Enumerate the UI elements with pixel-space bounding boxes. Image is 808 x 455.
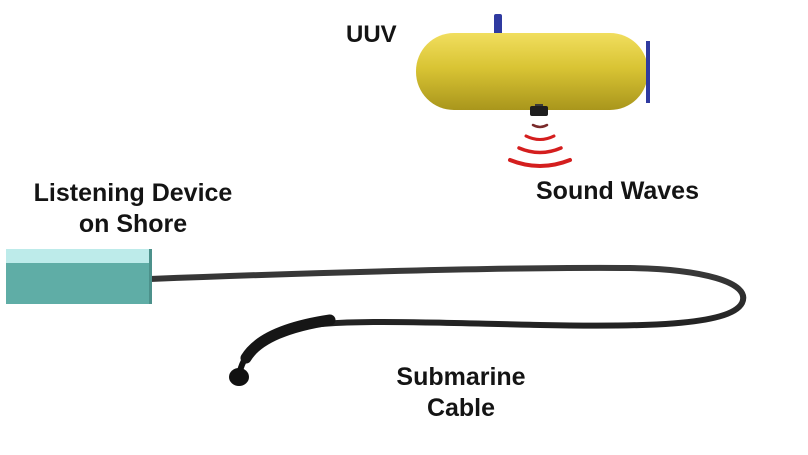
sound-wave-1 bbox=[531, 123, 549, 129]
sound-waves bbox=[508, 123, 572, 168]
label-listening-device-line-1: Listening Device bbox=[33, 179, 233, 207]
cable-end bbox=[229, 368, 249, 386]
device-top bbox=[6, 249, 152, 263]
label-listening-device: Listening Device on Shore bbox=[8, 178, 258, 239]
submarine-cable-thick-end bbox=[240, 314, 336, 364]
sound-wave-4 bbox=[508, 158, 572, 168]
uuv-body bbox=[416, 33, 648, 110]
label-sound-waves-text: Sound Waves bbox=[536, 177, 699, 205]
uuv-hydrophone bbox=[530, 106, 548, 116]
label-listening-device-line-2: on Shore bbox=[78, 209, 188, 238]
label-submarine-cable-line-1: Submarine bbox=[396, 363, 526, 391]
device-edge bbox=[149, 249, 152, 304]
label-sound-waves: Sound Waves bbox=[536, 176, 699, 207]
uuv-tail-fin bbox=[646, 41, 650, 103]
sound-wave-2 bbox=[524, 134, 556, 141]
uuv-vehicle bbox=[416, 14, 650, 116]
submarine-cable bbox=[147, 264, 747, 379]
sound-wave-3 bbox=[517, 146, 563, 155]
label-submarine-cable-line-2: Cable bbox=[426, 393, 496, 422]
label-uuv: UUV bbox=[346, 20, 397, 49]
listening-device bbox=[6, 249, 152, 304]
label-submarine-cable: Submarine Cable bbox=[368, 362, 554, 423]
label-uuv-text: UUV bbox=[346, 21, 397, 48]
device-front bbox=[6, 262, 152, 304]
uuv-top-fin bbox=[494, 14, 502, 38]
